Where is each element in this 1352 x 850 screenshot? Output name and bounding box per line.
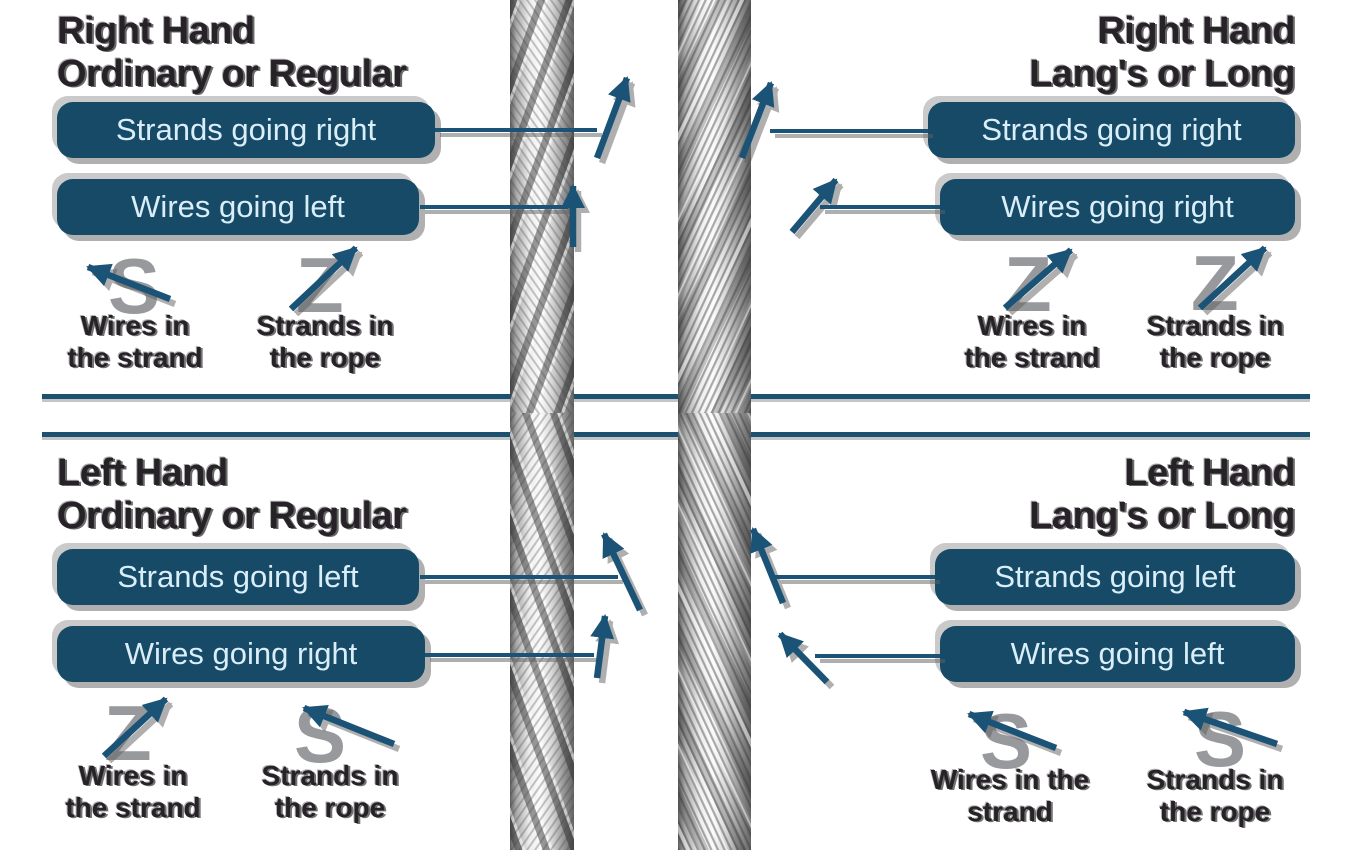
label-line2: the rope xyxy=(1159,796,1271,828)
divider-line-bottom xyxy=(42,432,1310,437)
label-wires-in-the-strand: Wires in the strand xyxy=(922,310,1142,375)
pill-wires-going-left: Wires going left xyxy=(940,626,1295,682)
label-line1: Wires in xyxy=(977,310,1087,341)
wire-direction-arrow xyxy=(789,177,839,235)
label-line2: strand xyxy=(967,796,1053,828)
label-strands-in-the-rope: Strands in the rope xyxy=(1105,764,1325,829)
pill-wires-going-right: Wires going right xyxy=(940,179,1295,235)
strand-direction-arrow xyxy=(593,76,631,160)
title-left-hand-ordinary: Left Hand Ordinary or Regular xyxy=(57,452,407,539)
label-line2: the strand xyxy=(65,792,201,824)
title-line2: Lang's or Long xyxy=(1029,53,1295,96)
label-line1: Strands in xyxy=(1146,310,1284,341)
title-right-hand-langs: Right Hand Lang's or Long xyxy=(1029,10,1295,97)
regular-lay-wire-rope-image xyxy=(510,0,574,850)
wire-direction-arrow xyxy=(777,631,830,685)
label-line1: Wires in xyxy=(80,310,190,341)
pill-strands-going-left: Strands going left xyxy=(935,549,1295,605)
title-line2: Ordinary or Regular xyxy=(57,495,407,538)
wire-direction-arrow xyxy=(590,614,615,679)
title-line1: Left Hand xyxy=(1124,452,1295,494)
label-line1: Strands in xyxy=(1146,764,1284,795)
pill-strands-going-left: Strands going left xyxy=(57,549,419,605)
label-line2: the rope xyxy=(269,342,381,374)
langs-lay-wire-rope-image xyxy=(678,0,751,850)
pill-wires-going-right: Wires going right xyxy=(57,626,425,682)
pill-wires-going-left: Wires going left xyxy=(57,179,419,235)
label-line1: Wires in the xyxy=(930,764,1090,795)
strand-direction-arrow xyxy=(749,527,787,605)
label-wires-in-the-strand: Wires in the strand xyxy=(900,764,1120,829)
pill-strands-going-right: Strands going right xyxy=(57,102,435,158)
label-line2: the rope xyxy=(274,792,386,824)
label-strands-in-the-rope: Strands in the rope xyxy=(1105,310,1325,375)
strand-direction-arrow xyxy=(601,532,643,612)
label-line2: the strand xyxy=(964,342,1100,374)
title-left-hand-langs: Left Hand Lang's or Long xyxy=(1029,452,1295,539)
divider-line-top xyxy=(42,394,1310,399)
label-wires-in-the-strand: Wires in the strand xyxy=(25,310,245,375)
label-line2: the strand xyxy=(67,342,203,374)
title-line1: Left Hand xyxy=(57,452,228,494)
title-line1: Right Hand xyxy=(57,10,255,52)
label-line1: Wires in xyxy=(78,760,188,791)
label-line1: Strands in xyxy=(256,310,394,341)
label-line1: Strands in xyxy=(261,760,399,791)
label-wires-in-the-strand: Wires in the strand xyxy=(23,760,243,825)
pill-strands-going-right: Strands going right xyxy=(928,102,1295,158)
title-line2: Ordinary or Regular xyxy=(57,53,407,96)
title-right-hand-ordinary: Right Hand Ordinary or Regular xyxy=(57,10,407,97)
title-line1: Right Hand xyxy=(1097,10,1295,52)
label-strands-in-the-rope: Strands in the rope xyxy=(220,760,440,825)
label-strands-in-the-rope: Strands in the rope xyxy=(215,310,435,375)
label-line2: the rope xyxy=(1159,342,1271,374)
title-line2: Lang's or Long xyxy=(1029,495,1295,538)
